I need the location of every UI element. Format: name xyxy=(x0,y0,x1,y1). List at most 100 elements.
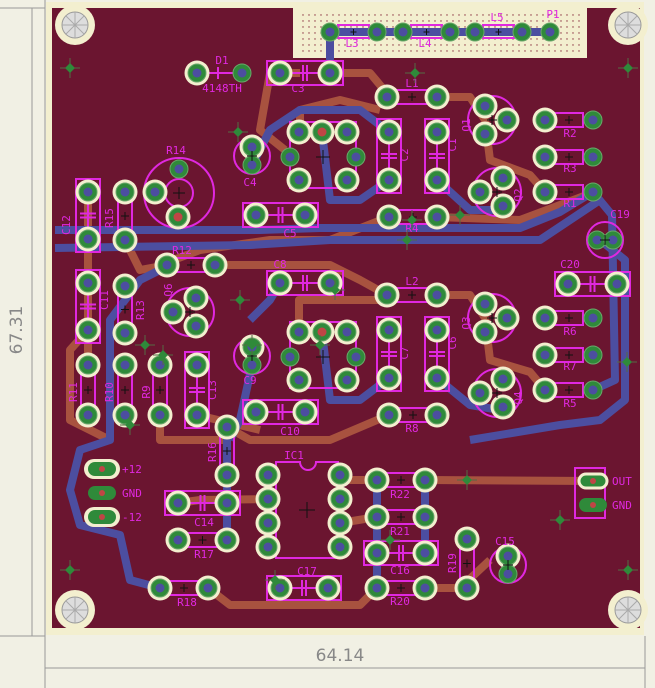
component-c10[interactable]: C10 xyxy=(242,399,319,439)
component-r8[interactable]: R8 xyxy=(376,402,450,436)
origin-cross xyxy=(487,313,497,323)
drill-hole xyxy=(222,498,232,508)
component-label: R1 xyxy=(563,197,576,210)
component-c8[interactable]: C8 xyxy=(266,258,344,296)
component-r16[interactable]: R16 xyxy=(206,414,240,488)
capacitor-outline xyxy=(266,575,342,601)
drill-hole xyxy=(372,475,382,485)
component-c1[interactable]: C1 xyxy=(424,118,460,194)
fiducial-diamond xyxy=(235,295,245,305)
component-r22[interactable]: R22 xyxy=(364,467,438,502)
origin-cross xyxy=(299,502,315,518)
component-r14[interactable]: R14 xyxy=(142,144,215,230)
fiducial-marker xyxy=(135,335,155,355)
mounting-hole xyxy=(608,590,648,630)
component-c3[interactable]: C3 xyxy=(266,60,344,96)
drill-hole xyxy=(503,551,513,561)
component-q1[interactable]: Q1 xyxy=(460,93,520,147)
component-label: L3 xyxy=(345,37,358,50)
component-r3[interactable]: R3 xyxy=(532,144,603,176)
drill-hole xyxy=(432,290,442,300)
component-r9[interactable]: R9 xyxy=(140,352,173,428)
fiducial-diamond xyxy=(622,357,632,367)
component-label: +12 xyxy=(122,463,142,476)
component-label: L4 xyxy=(418,37,432,50)
component-c11[interactable]: C11 xyxy=(75,269,112,344)
drill-hole xyxy=(203,583,213,593)
dip6-package[interactable] xyxy=(280,319,366,393)
component-ic1[interactable]: IC1 xyxy=(255,449,353,560)
origin-cross xyxy=(492,187,502,197)
component-c14[interactable]: C14 xyxy=(164,490,241,530)
component-c16[interactable]: C16 xyxy=(363,540,439,578)
component-label: C12 xyxy=(60,215,73,235)
fiducial-diamond xyxy=(407,215,417,225)
component-r13[interactable]: R13 xyxy=(112,273,148,346)
drill-hole xyxy=(294,375,304,385)
component-r1[interactable]: R1 xyxy=(532,179,603,211)
origin-cross xyxy=(565,386,573,394)
component-r7[interactable]: R7 xyxy=(532,342,603,374)
component-q6[interactable]: Q6 xyxy=(160,283,215,339)
origin-cross xyxy=(156,386,164,394)
component-q3[interactable]: Q3 xyxy=(460,291,520,345)
drill-hole xyxy=(480,327,490,337)
fiducial-marker xyxy=(325,280,345,300)
component-r17[interactable]: R17 xyxy=(165,527,240,562)
bottom-trace xyxy=(424,476,594,485)
component-c13[interactable]: C13 xyxy=(184,351,220,429)
origin-cross xyxy=(84,386,92,394)
component-label: C17 xyxy=(297,565,317,578)
component-c6[interactable]: C6 xyxy=(424,316,460,392)
component-r6[interactable]: R6 xyxy=(532,305,603,339)
drill-hole xyxy=(83,360,93,370)
component-label: R6 xyxy=(563,325,576,338)
component-c17[interactable]: C17 xyxy=(266,565,342,601)
component-c7[interactable]: C7 xyxy=(376,316,412,392)
component-q4[interactable]: Q4 xyxy=(467,366,526,420)
fiducial-marker xyxy=(618,560,638,580)
component-c4[interactable]: C4 xyxy=(233,134,271,190)
drill-hole xyxy=(275,68,285,78)
drill-hole xyxy=(545,27,555,37)
component-r12[interactable]: R12 xyxy=(154,244,228,278)
drill-hole xyxy=(588,350,598,360)
capacitor-outline xyxy=(363,540,439,566)
component-r19[interactable]: R19 xyxy=(446,526,480,601)
component-r18[interactable]: R18 xyxy=(147,575,221,610)
component-c15[interactable]: C15 xyxy=(489,535,527,584)
component-c19[interactable]: C19 xyxy=(586,208,630,259)
component-r21[interactable]: R21 xyxy=(364,504,438,539)
drill-hole xyxy=(335,542,345,552)
component-q2[interactable]: Q2 xyxy=(467,165,526,219)
component-l2[interactable]: L2 xyxy=(374,275,450,308)
component-c20[interactable]: C20 xyxy=(554,258,631,297)
drill-hole xyxy=(470,27,480,37)
component-c2[interactable]: C2 xyxy=(376,118,412,194)
fiducial-diamond xyxy=(455,210,465,220)
component-c12[interactable]: C12 xyxy=(60,178,101,253)
component-r5[interactable]: R5 xyxy=(532,377,603,411)
drill-hole xyxy=(480,299,490,309)
capacitor-outline xyxy=(554,271,631,297)
component-label: -12 xyxy=(122,511,142,524)
component-r20[interactable]: R20 xyxy=(364,575,438,609)
drill-hole xyxy=(294,127,304,137)
drill-hole xyxy=(342,175,352,185)
drill-hole xyxy=(150,187,160,197)
component-c5[interactable]: C5 xyxy=(242,202,319,241)
drill-hole xyxy=(83,278,93,288)
component-r11[interactable]: R11 xyxy=(67,352,101,428)
component-r2[interactable]: R2 xyxy=(532,107,603,141)
component-r15[interactable]: R15 xyxy=(103,179,138,253)
component-label: R9 xyxy=(140,385,153,398)
fiducial-marker xyxy=(60,560,80,580)
fiducial-marker xyxy=(618,58,638,78)
component-l1[interactable]: L1 xyxy=(374,77,450,110)
drill-hole xyxy=(251,210,261,220)
dip6-package[interactable] xyxy=(280,119,366,193)
